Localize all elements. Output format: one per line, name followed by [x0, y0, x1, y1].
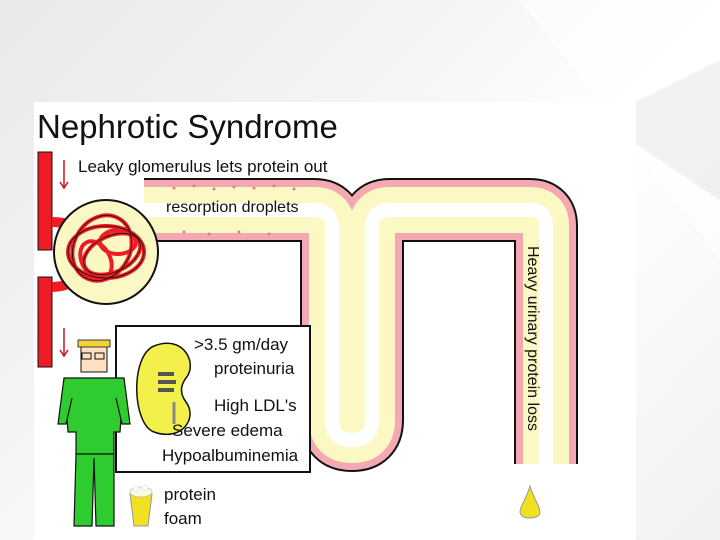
diagram-panel: Nephrotic Syndrome	[34, 102, 636, 540]
heavy-protein-loss-label: Heavy urinary protein loss	[524, 246, 541, 431]
symptom-item: High LDL's	[214, 396, 297, 415]
nephrotic-diagram: Nephrotic Syndrome	[37, 108, 578, 528]
urine-cup-icon	[129, 484, 153, 527]
protein-foam-label: foam	[164, 509, 202, 528]
symptom-item: Severe edema	[172, 421, 283, 440]
patient-figure	[57, 339, 131, 527]
diagram-title: Nephrotic Syndrome	[37, 108, 338, 145]
symptom-item: Hypoalbuminemia	[162, 446, 299, 465]
renal-tubule	[144, 178, 578, 472]
glomerulus	[53, 199, 159, 305]
resorption-droplets-label: resorption droplets	[166, 199, 299, 216]
kidney-icon	[136, 342, 191, 435]
leaky-glomerulus-label: Leaky glomerulus lets protein out	[78, 157, 328, 176]
urine-drop-icon	[519, 484, 541, 519]
symptom-item: proteinuria	[214, 359, 295, 378]
flow-arrow-top-icon	[59, 160, 69, 190]
protein-foam-label: protein	[164, 485, 216, 504]
flow-arrow-bottom-icon	[59, 328, 69, 358]
symptom-item: >3.5 gm/day	[194, 335, 289, 354]
